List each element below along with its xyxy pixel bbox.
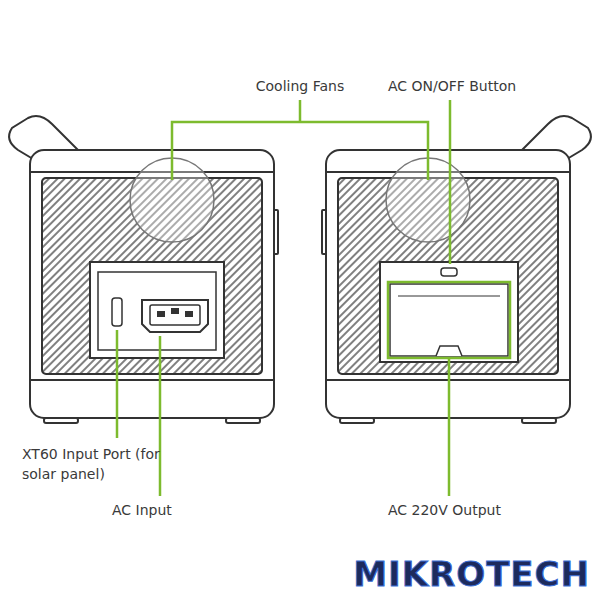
on-off-button <box>441 268 457 276</box>
leader-line <box>299 100 302 122</box>
ac-outlet-cover <box>390 284 508 356</box>
callout-label: XT60 Input Port (for solar panel) <box>22 444 162 484</box>
callout-label: AC ON/OFF Button <box>388 76 516 96</box>
leader-line <box>448 358 451 496</box>
callout-label: Cooling Fans <box>256 76 344 96</box>
housing <box>30 150 274 418</box>
output-panel <box>380 262 518 362</box>
highlight-box <box>388 282 510 358</box>
ac-inlet <box>142 300 208 332</box>
callout-label: AC 220V Output <box>388 500 501 520</box>
watermark: MIKROTECH <box>353 554 590 594</box>
leader-line <box>172 122 428 180</box>
leader-line <box>159 336 162 496</box>
right-unit <box>322 116 591 423</box>
input-panel <box>90 262 224 358</box>
leader-line <box>449 100 452 264</box>
xt60-port <box>112 298 122 326</box>
left-unit <box>9 116 278 423</box>
leader-lines <box>117 100 510 496</box>
leader-line <box>116 330 119 438</box>
callout-label: AC Input <box>112 500 172 520</box>
